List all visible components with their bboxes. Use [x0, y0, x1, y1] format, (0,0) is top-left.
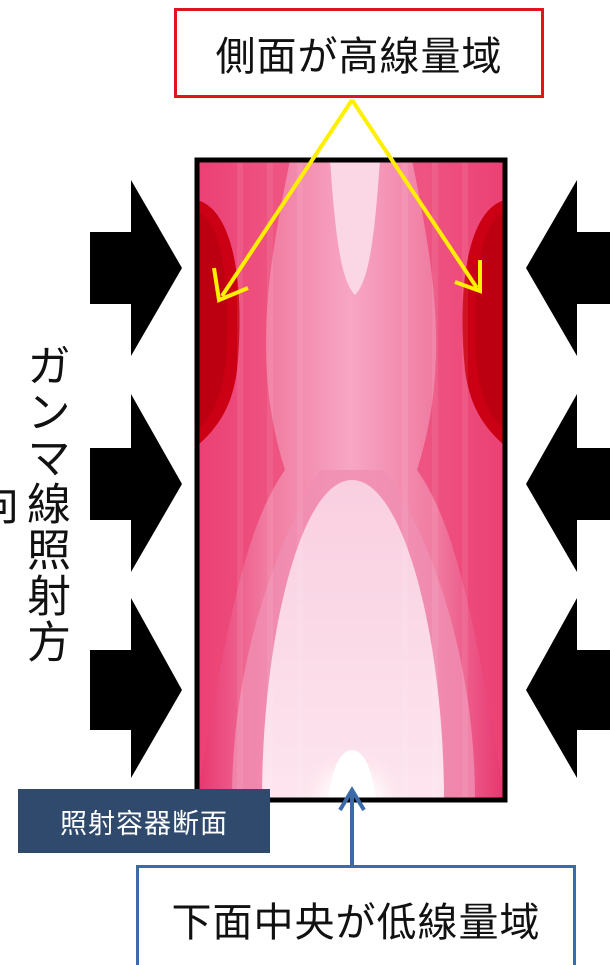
vessel-cross-section [197, 160, 505, 800]
gamma-arrow-left-icon [90, 598, 182, 778]
irradiation-direction-label: ガンマ線照射方向 [0, 343, 70, 665]
gamma-arrows-right [526, 180, 610, 778]
low-dose-region-bottom [262, 480, 444, 800]
gamma-arrow-left-icon [90, 180, 182, 356]
vessel-cross-section-label-text: 照射容器断面 [60, 808, 228, 840]
gamma-arrow-right-icon [526, 394, 610, 572]
gamma-arrow-right-icon [526, 598, 610, 778]
gamma-arrow-left-icon [90, 394, 182, 572]
high-dose-callout: 側面が高線量域 [174, 8, 544, 98]
vessel-cross-section-label: 照射容器断面 [18, 789, 270, 853]
high-dose-callout-text: 側面が高線量域 [215, 34, 503, 80]
bottom-leader-arrow [338, 786, 366, 866]
low-dose-callout-text: 下面中央が低線量域 [171, 900, 541, 946]
gamma-arrows-left [90, 180, 182, 778]
top-leader-arrows [212, 98, 482, 303]
gamma-arrow-right-icon [526, 180, 610, 356]
low-dose-callout: 下面中央が低線量域 [136, 865, 576, 965]
